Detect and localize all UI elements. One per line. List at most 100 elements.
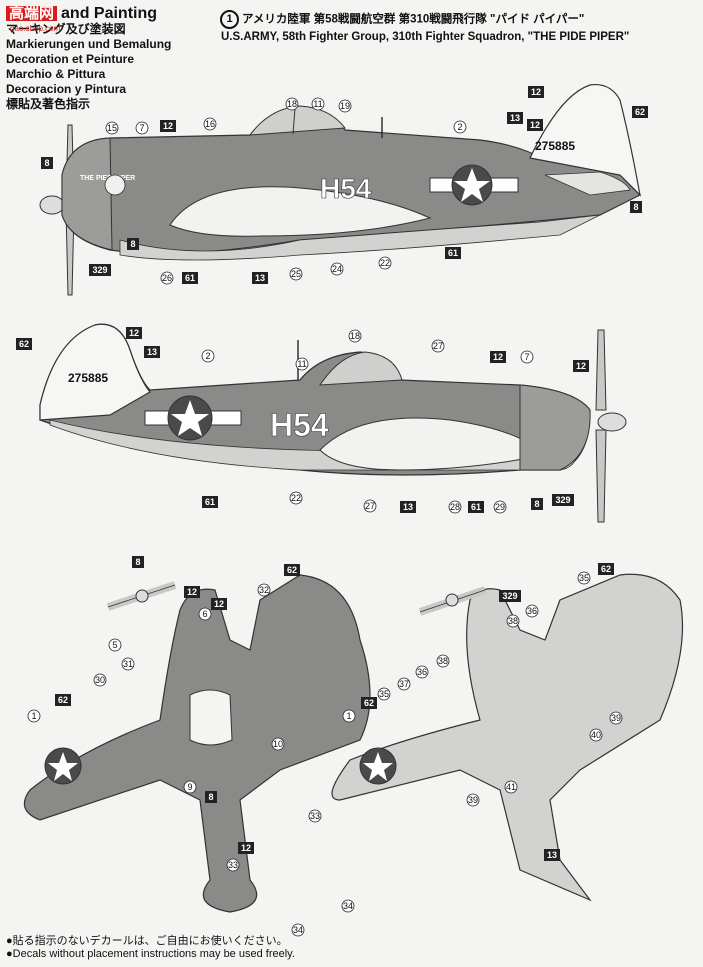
callout-12: 12: [490, 351, 506, 363]
callout-13: 13: [144, 346, 160, 358]
callout-8: 8: [630, 201, 642, 213]
scheme-jp: アメリカ陸軍 第58戦闘航空群 第310戦闘飛行隊 "パイド パイパー": [242, 13, 585, 26]
svg-text:12: 12: [530, 120, 540, 130]
svg-text:22: 22: [380, 258, 390, 268]
svg-text:1: 1: [346, 711, 351, 721]
svg-text:35: 35: [579, 573, 589, 583]
svg-text:2: 2: [205, 351, 210, 361]
footer-jp: ●貼る指示のないデカールは、ご自由にお使いください。: [6, 935, 288, 947]
callout-25: 25: [289, 267, 303, 281]
callout-16: 16: [203, 117, 217, 131]
page-title: and Painting: [61, 5, 158, 22]
fuselage-code-right: H54: [270, 407, 329, 443]
svg-text:8: 8: [534, 499, 539, 509]
svg-text:19: 19: [340, 101, 350, 111]
callout-62: 62: [16, 338, 32, 350]
callout-7: 7: [520, 350, 534, 364]
svg-text:18: 18: [287, 99, 297, 109]
bottom-view: [331, 573, 684, 902]
svg-text:6: 6: [202, 609, 207, 619]
callout-35: 35: [577, 571, 591, 585]
callout-24: 24: [330, 262, 344, 276]
svg-text:10: 10: [273, 739, 283, 749]
footer-en: ●Decals without placement instructions m…: [6, 948, 295, 960]
callout-10: 10: [271, 737, 285, 751]
callout-12: 12: [238, 842, 254, 854]
callout-12: 12: [126, 327, 142, 339]
callout-13: 13: [544, 849, 560, 861]
svg-text:9: 9: [187, 782, 192, 792]
svg-text:13: 13: [147, 347, 157, 357]
svg-text:61: 61: [205, 497, 215, 507]
callout-6: 6: [198, 607, 212, 621]
callout-7: 7: [135, 121, 149, 135]
svg-text:33: 33: [228, 860, 238, 870]
svg-text:8: 8: [633, 202, 638, 212]
callout-11: 11: [311, 97, 325, 111]
callout-29: 29: [493, 500, 507, 514]
svg-text:41: 41: [506, 782, 516, 792]
svg-text:8: 8: [44, 158, 49, 168]
svg-text:36: 36: [417, 667, 427, 677]
svg-text:36: 36: [527, 606, 537, 616]
callout-329: 329: [89, 264, 111, 276]
tail-serial-right: 275885: [68, 371, 108, 385]
callout-22: 22: [378, 256, 392, 270]
callout-27: 27: [431, 339, 445, 353]
svg-text:12: 12: [163, 121, 173, 131]
callout-30: 30: [93, 673, 107, 687]
svg-text:12: 12: [576, 361, 586, 371]
callout-12: 12: [528, 86, 544, 98]
site-logo: 高端网: [6, 6, 58, 21]
site-url: gao.shop.com: [10, 24, 61, 33]
callout-2: 2: [201, 349, 215, 363]
title-line: Decoration et Peinture: [6, 52, 135, 66]
svg-text:40: 40: [591, 730, 601, 740]
svg-text:8: 8: [135, 557, 140, 567]
callout-1: 1: [27, 709, 41, 723]
svg-text:39: 39: [468, 795, 478, 805]
svg-text:329: 329: [555, 495, 570, 505]
svg-text:31: 31: [123, 659, 133, 669]
callout-62: 62: [598, 563, 614, 575]
svg-text:18: 18: [350, 331, 360, 341]
svg-text:16: 16: [205, 119, 215, 129]
svg-text:12: 12: [493, 352, 503, 362]
callout-34: 34: [291, 923, 305, 937]
svg-text:12: 12: [214, 599, 224, 609]
callout-18: 18: [348, 329, 362, 343]
callout-12: 12: [573, 360, 589, 372]
callout-13: 13: [400, 501, 416, 513]
left-side-view: H54 275885 THE PIED PIPER: [39, 83, 642, 296]
callout-38: 38: [506, 614, 520, 628]
callout-36: 36: [525, 604, 539, 618]
callout-11: 11: [295, 357, 309, 371]
callout-12: 12: [211, 598, 227, 610]
svg-text:7: 7: [139, 123, 144, 133]
svg-text:329: 329: [92, 265, 107, 275]
callout-61: 61: [202, 496, 218, 508]
title-line: 標貼及著色指示: [6, 97, 91, 111]
callout-12: 12: [527, 119, 543, 131]
svg-text:62: 62: [19, 339, 29, 349]
callout-1: 1: [342, 709, 356, 723]
callout-37: 37: [397, 677, 411, 691]
callout-26: 26: [160, 271, 174, 285]
svg-text:24: 24: [332, 264, 342, 274]
footer-note: ●貼る指示のないデカールは、ご自由にお使いください。 ●Decals witho…: [6, 935, 295, 961]
fuselage-code-left: H54: [320, 173, 372, 204]
scheme-en: U.S.ARMY, 58th Fighter Group, 310th Figh…: [221, 31, 630, 43]
svg-text:12: 12: [531, 87, 541, 97]
callout-12: 12: [160, 120, 176, 132]
svg-text:38: 38: [438, 656, 448, 666]
callout-40: 40: [589, 728, 603, 742]
svg-text:37: 37: [399, 679, 409, 689]
svg-text:2: 2: [457, 122, 462, 132]
callout-27: 27: [363, 499, 377, 513]
svg-text:32: 32: [259, 585, 269, 595]
callout-33: 33: [308, 809, 322, 823]
